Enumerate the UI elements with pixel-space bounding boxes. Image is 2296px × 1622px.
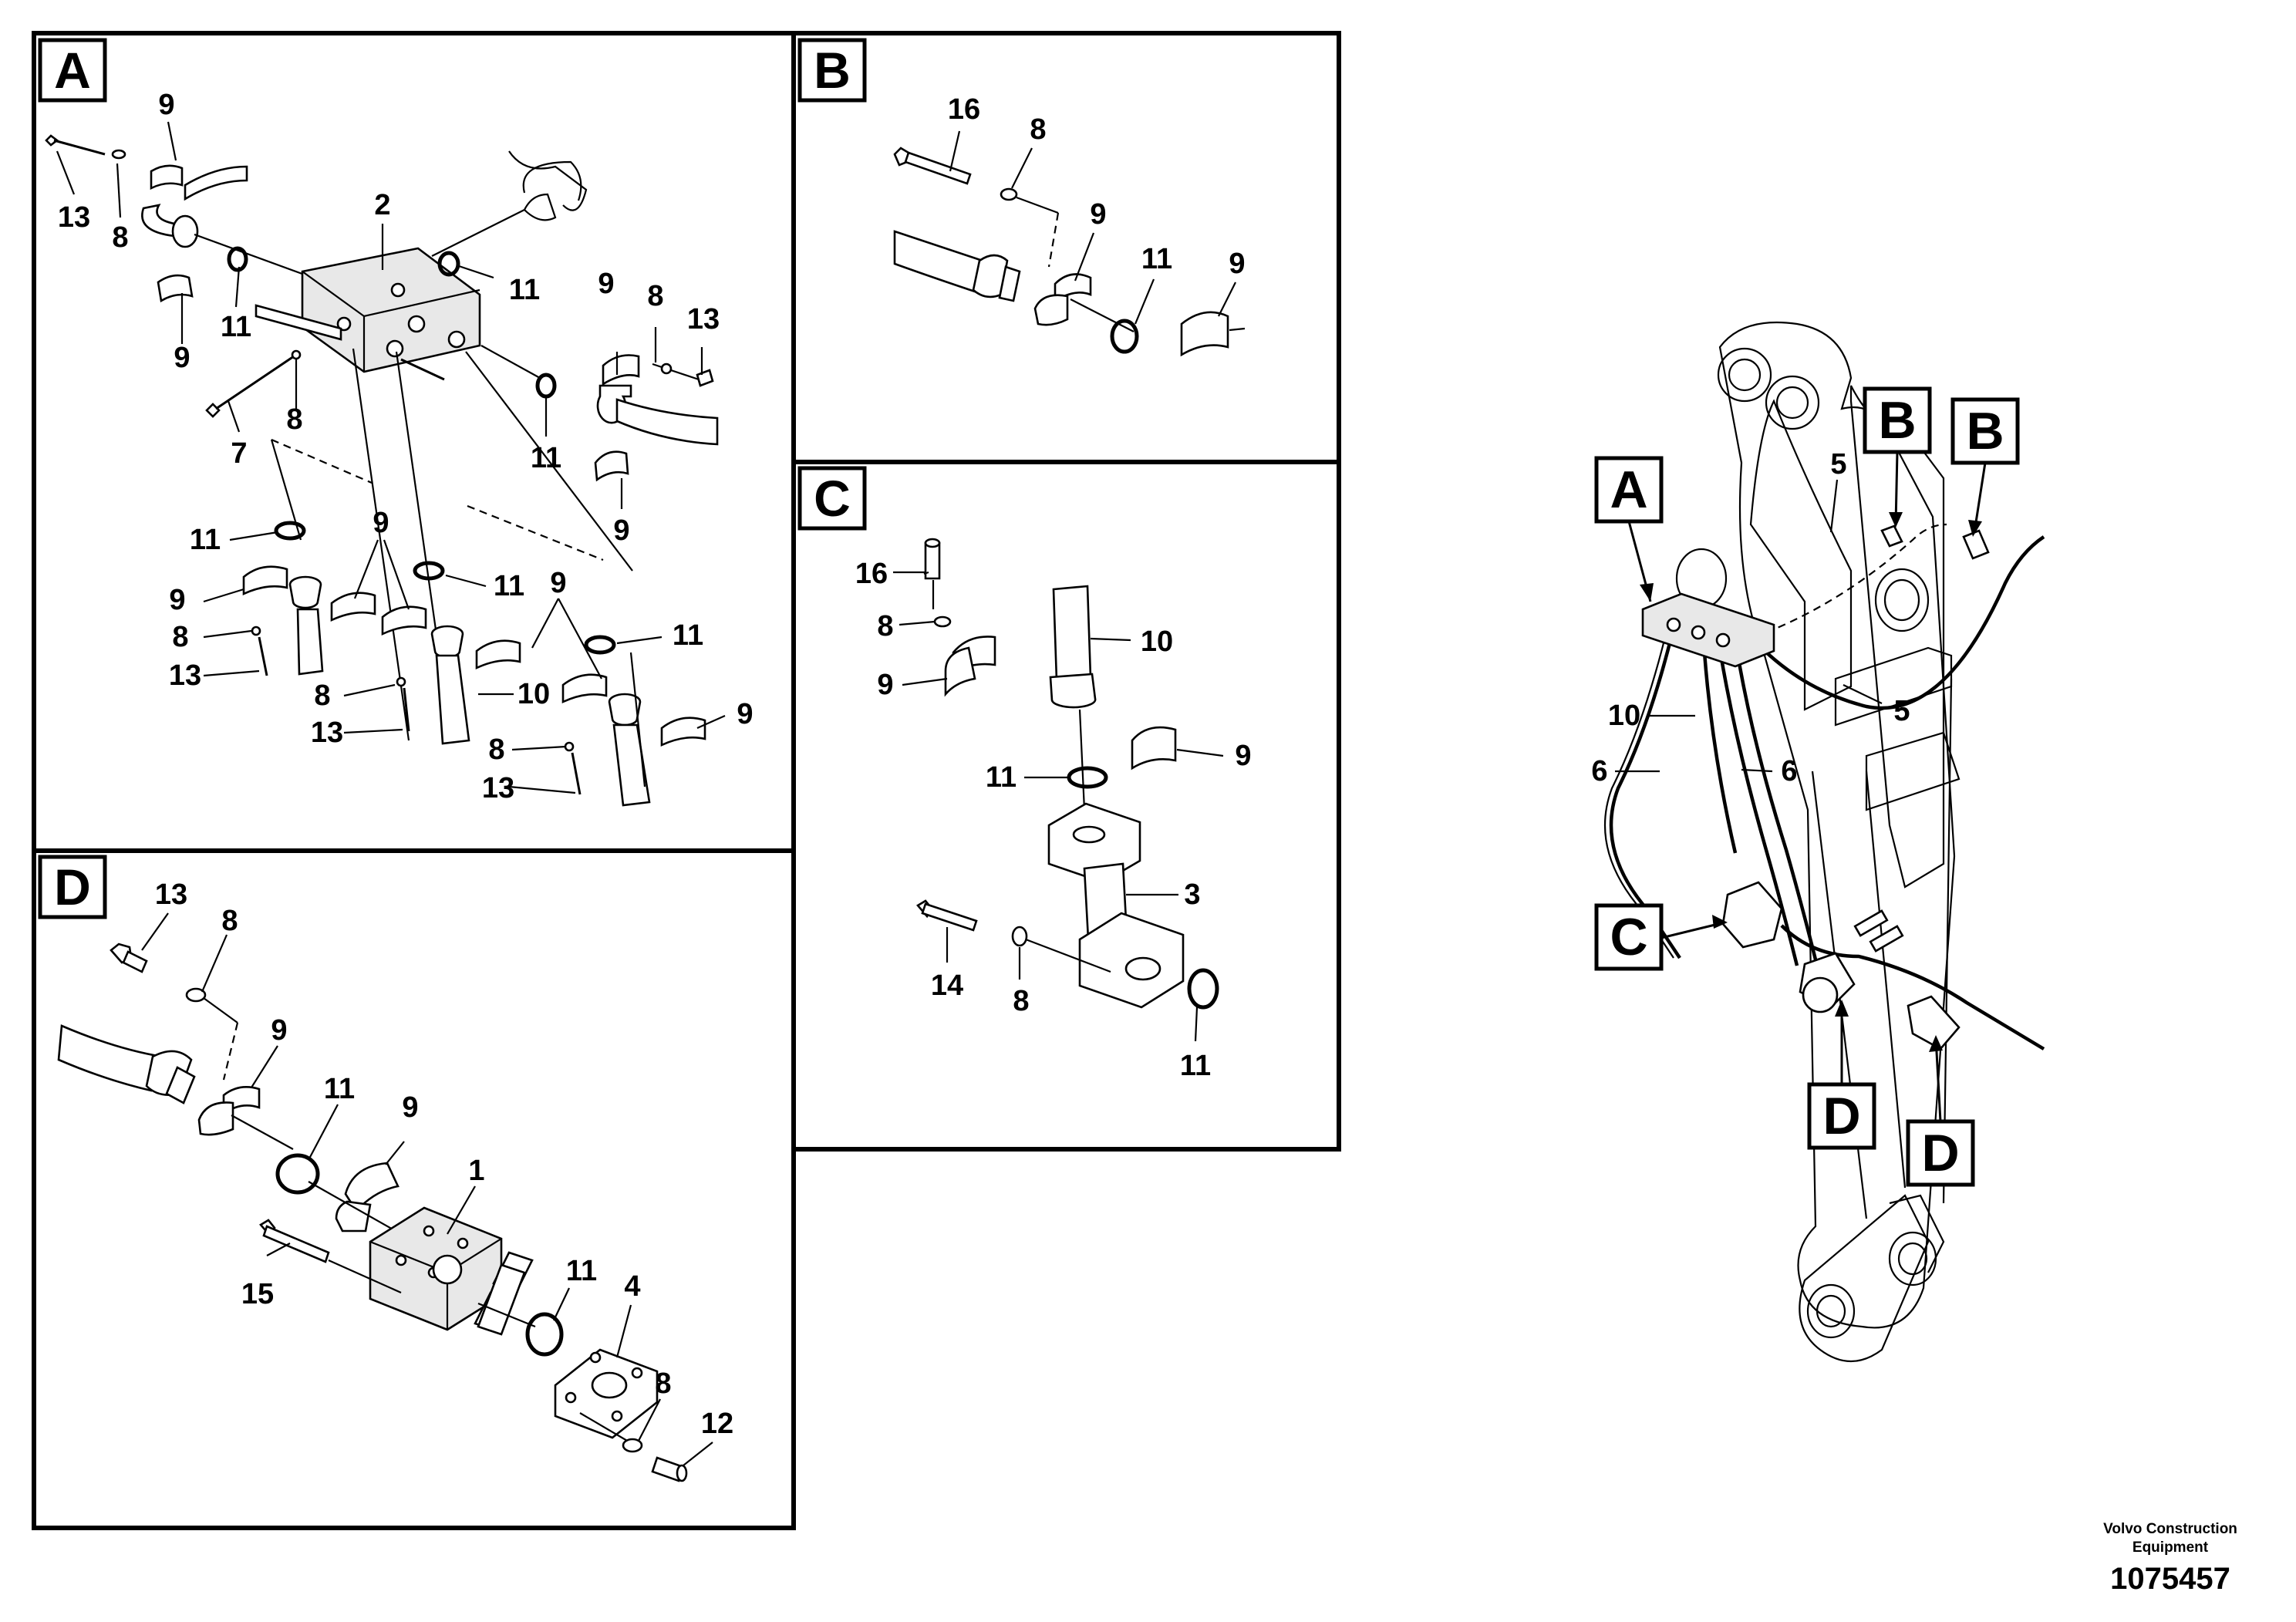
drawing-number: 1075457 <box>2110 1562 2230 1596</box>
overview-label-a: A <box>1610 460 1647 519</box>
panel-d-artwork <box>57 912 713 1482</box>
callout: 8 <box>647 280 663 312</box>
callout: 3 <box>1184 878 1200 911</box>
panel-b-artwork <box>893 130 1246 357</box>
callout: 9 <box>550 567 566 599</box>
callout: 9 <box>174 342 190 374</box>
panel-a-artwork <box>45 134 719 807</box>
callout: 11 <box>221 311 251 343</box>
overview-label-b: B <box>1878 391 1916 450</box>
overview-label-c: C <box>1610 908 1647 966</box>
callout: 2 <box>374 189 390 221</box>
panel-b: B 16 8 9 11 9 <box>791 31 1341 464</box>
callout: 8 <box>1030 113 1046 146</box>
callout: 8 <box>112 221 128 254</box>
callout: 5 <box>1830 448 1846 481</box>
footer: Volvo Construction Equipment 1075457 <box>2103 1521 2237 1596</box>
panel-b-letter: B <box>814 42 851 99</box>
callout: 11 <box>531 442 561 474</box>
callout: 9 <box>598 268 614 300</box>
overview-labels: A B B C D D <box>1594 386 2020 1187</box>
callout: 10 <box>518 678 550 710</box>
callout: 6 <box>1591 755 1607 787</box>
callout: 13 <box>169 659 201 692</box>
callout: 11 <box>986 761 1017 794</box>
arm-artwork <box>1603 321 2045 1363</box>
callout: 15 <box>241 1278 274 1310</box>
callout: 9 <box>169 584 185 616</box>
overview-label-d: D <box>1822 1087 1860 1145</box>
callout: 9 <box>877 669 893 701</box>
callout: 10 <box>1141 626 1173 658</box>
callout: 11 <box>673 619 703 652</box>
panel-d-callouts: 13 8 9 11 9 1 15 11 4 8 12 <box>155 878 733 1440</box>
callout: 8 <box>314 679 330 712</box>
panel-c-callouts: 16 8 9 10 9 11 3 14 8 11 <box>855 558 1252 1082</box>
callout: 9 <box>613 514 629 547</box>
callout: 11 <box>509 274 540 306</box>
panel-c: C <box>791 460 1341 1152</box>
callout: 6 <box>1781 755 1797 787</box>
overview-label-b: B <box>1966 402 2004 460</box>
panel-a: A <box>32 31 796 853</box>
callout: 11 <box>566 1255 597 1287</box>
callout: 9 <box>1090 198 1106 231</box>
callout: 11 <box>324 1073 355 1105</box>
company-name: Volvo Construction <box>2103 1521 2237 1537</box>
panel-d-letter: D <box>54 858 91 916</box>
callout: 9 <box>1235 740 1251 772</box>
overview-pointers <box>1627 451 1987 1122</box>
callout: 8 <box>172 621 188 653</box>
callout: 11 <box>494 570 524 602</box>
overview-label-d: D <box>1921 1124 1959 1182</box>
callout: 14 <box>931 969 963 1002</box>
callout: 8 <box>1013 985 1029 1017</box>
callout: 8 <box>488 733 504 766</box>
callout: 10 <box>1608 700 1640 732</box>
callout: 9 <box>271 1014 287 1047</box>
callout: 13 <box>687 303 720 336</box>
callout: 8 <box>286 403 302 436</box>
callout: 9 <box>737 698 753 730</box>
callout: 1 <box>468 1155 484 1187</box>
callout: 9 <box>402 1091 418 1124</box>
overview-arm-drawing: A B B C D D <box>1591 321 2045 1363</box>
callout: 8 <box>221 905 238 937</box>
callout: 16 <box>855 558 888 590</box>
callout: 13 <box>311 717 343 749</box>
callout: 5 <box>1893 695 1910 727</box>
panel-a-callouts: 9 13 8 2 11 9 8 13 11 9 7 8 11 9 11 9 11… <box>58 89 754 804</box>
callout: 13 <box>482 772 514 804</box>
callout: 7 <box>231 437 247 470</box>
callout: 13 <box>155 878 187 911</box>
panel-c-artwork <box>893 538 1224 1042</box>
callout: 11 <box>1180 1050 1211 1082</box>
callout: 16 <box>948 93 980 126</box>
company-name-line2: Equipment <box>2132 1539 2209 1556</box>
callout: 13 <box>58 201 90 234</box>
callout: 11 <box>1141 243 1172 275</box>
panel-a-letter: A <box>54 42 91 99</box>
panel-c-letter: C <box>814 470 851 527</box>
panel-a-leaders <box>56 121 726 794</box>
callout: 8 <box>655 1367 671 1400</box>
callout: 8 <box>877 610 893 642</box>
callout: 11 <box>190 524 221 556</box>
callout: 9 <box>158 89 174 121</box>
callout: 9 <box>1229 248 1245 280</box>
callout: 12 <box>701 1408 733 1440</box>
panel-b-callouts: 16 8 9 11 9 <box>948 93 1246 280</box>
panel-d: D <box>32 848 796 1530</box>
callout: 9 <box>373 507 389 539</box>
callout: 4 <box>624 1270 640 1303</box>
overview-callouts: 5 5 10 6 6 <box>1591 448 1910 787</box>
